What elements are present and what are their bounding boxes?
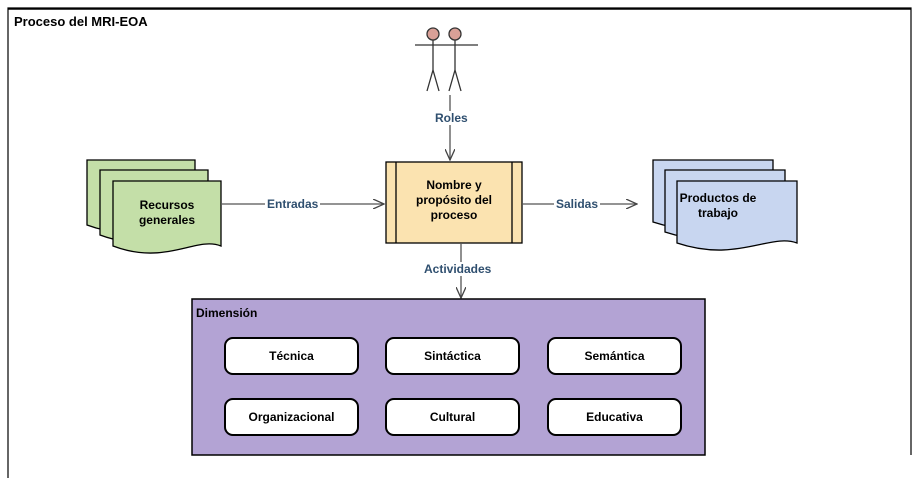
dimension-item-sintactica: Sintáctica: [385, 337, 520, 375]
process-label: Nombre y propósito del proceso: [398, 178, 510, 223]
outputs-label: Salidas: [554, 197, 601, 211]
stick-figure-icon: [415, 27, 478, 92]
dimension-item-tecnica: Técnica: [224, 337, 359, 375]
input-documents-shape: [86, 159, 222, 254]
dimension-item-semantica: Semántica: [547, 337, 682, 375]
dimension-item-educativa: Educativa: [547, 398, 682, 436]
dimension-item-cultural: Cultural: [385, 398, 520, 436]
process-frame: [7, 7, 912, 478]
frame-title: Proceso del MRI-EOA: [14, 14, 148, 29]
input-documents-label-line1: Recursos: [139, 198, 195, 212]
input-documents-label-line2: generales: [138, 213, 196, 227]
process-label-line1: Nombre y: [426, 178, 482, 192]
input-documents-label: Recursos generales: [113, 198, 221, 228]
process-label-line3: proceso: [430, 208, 478, 222]
dimension-item-organizacional: Organizacional: [224, 398, 359, 436]
dimension-title: Dimensión: [196, 306, 258, 320]
process-box: [385, 161, 523, 244]
activities-label: Actividades: [422, 262, 494, 276]
output-documents-label-line2: trabajo: [697, 206, 738, 220]
process-label-line2: propósito del: [416, 193, 492, 207]
inputs-label: Entradas: [265, 197, 321, 211]
output-documents-shape: [652, 159, 798, 251]
roles-label: Roles: [433, 111, 470, 125]
output-documents-label-line1: Productos de: [679, 191, 757, 205]
output-documents-label: Productos de trabajo: [673, 191, 763, 221]
